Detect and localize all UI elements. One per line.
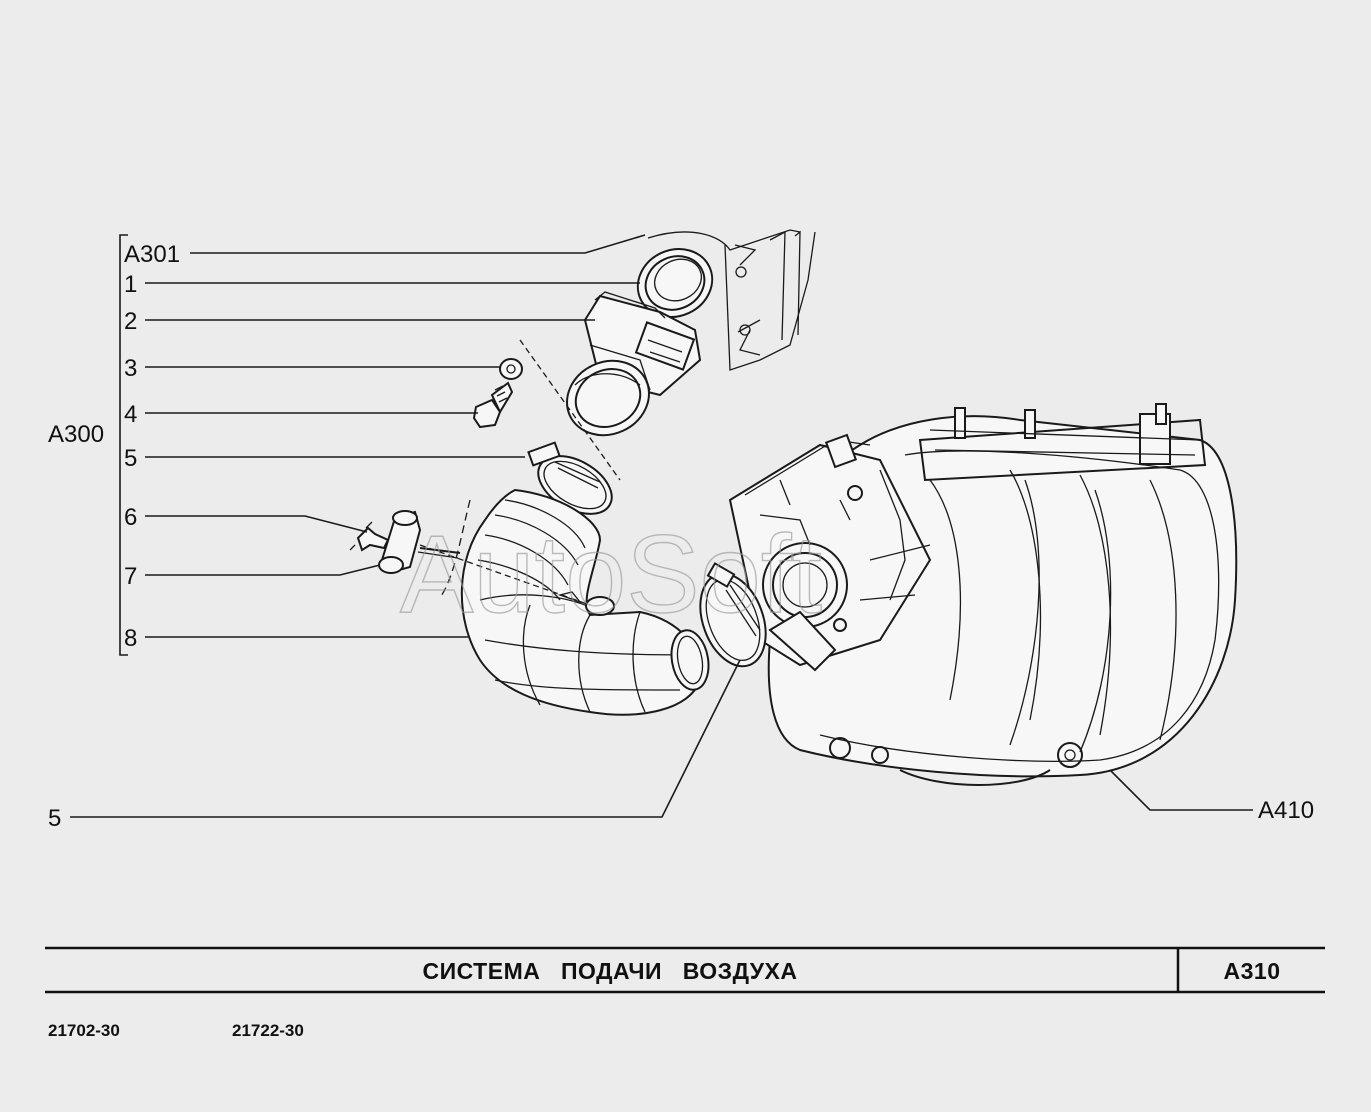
watermark: AutoSoft xyxy=(400,513,822,636)
callout-3: 3 xyxy=(124,355,137,382)
temperature-sensor-drawing xyxy=(349,521,390,552)
callout-a301: A301 xyxy=(124,241,180,268)
air-filter-housing-drawing xyxy=(647,229,816,371)
leader-lines xyxy=(70,234,1253,818)
callout-8: 8 xyxy=(124,625,137,652)
bolt-drawing xyxy=(472,381,514,429)
title-text: СИСТЕМА ПОДАЧИ ВОЗДУХА xyxy=(423,958,798,984)
callout-1: 1 xyxy=(124,271,137,298)
hose-clamp-lower-drawing xyxy=(699,562,767,668)
callout-a410: A410 xyxy=(1258,797,1314,824)
mass-air-flow-sensor-drawing xyxy=(566,291,702,437)
callout-5-bottom: 5 xyxy=(48,805,61,832)
callout-group-a300: A300 xyxy=(48,421,104,448)
callout-4: 4 xyxy=(124,401,137,428)
intake-manifold-drawing xyxy=(728,403,1238,786)
group-bracket xyxy=(119,234,128,656)
tube-fitting-drawing xyxy=(378,510,461,574)
seal-ring-drawing xyxy=(636,248,714,318)
callout-2: 2 xyxy=(124,308,137,335)
model-code-2: 21722-30 xyxy=(232,1021,304,1040)
title-block: СИСТЕМА ПОДАЧИ ВОЗДУХА A310 xyxy=(45,946,1325,994)
callout-5: 5 xyxy=(124,445,137,472)
callout-7: 7 xyxy=(124,563,137,590)
model-code-1: 21702-30 xyxy=(48,1021,120,1040)
washer-drawing xyxy=(499,358,523,380)
page-code: A310 xyxy=(1224,958,1281,984)
callout-6: 6 xyxy=(124,504,137,531)
